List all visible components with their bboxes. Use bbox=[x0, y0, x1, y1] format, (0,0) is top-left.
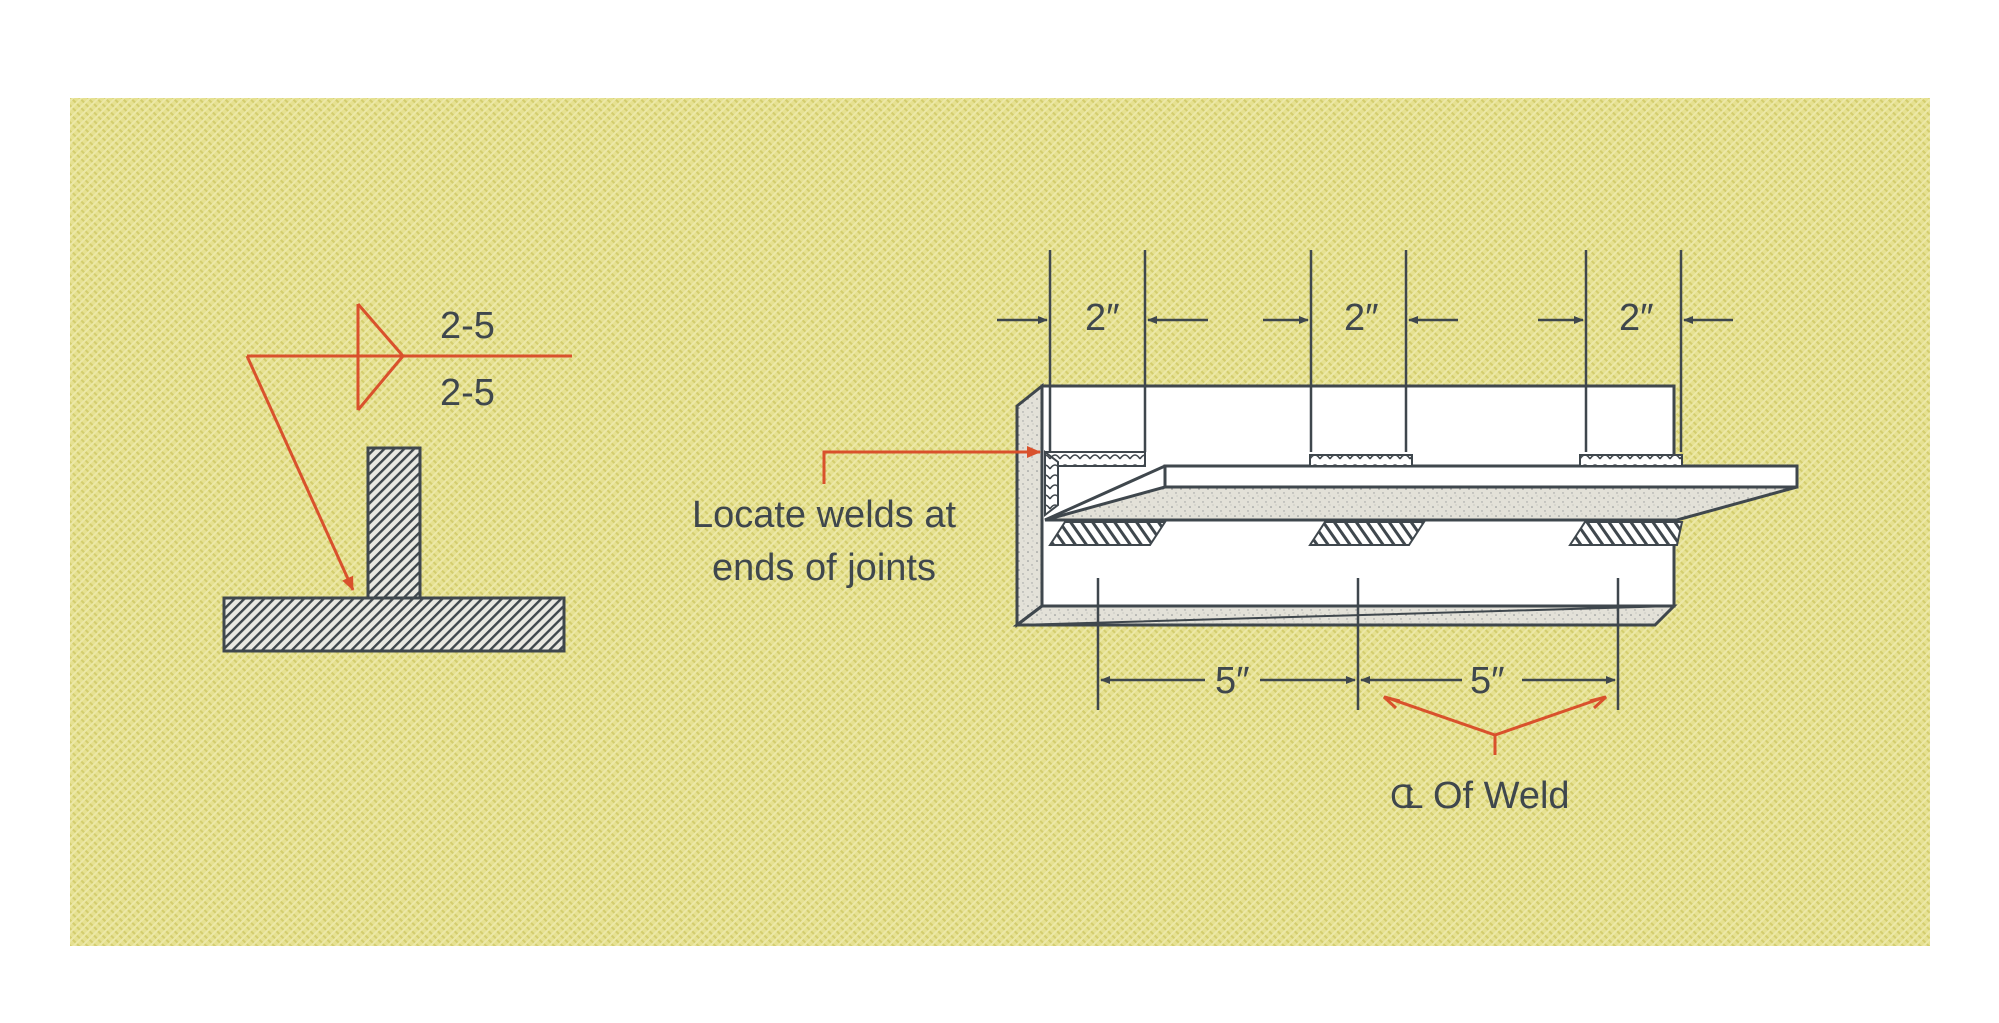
tee-stem bbox=[366, 446, 422, 602]
locate-welds-leader bbox=[822, 446, 1041, 484]
pitch-dimensions bbox=[1096, 578, 1620, 710]
weld-bead-bottom-1 bbox=[1048, 521, 1167, 546]
locate-welds-callout: Locate welds at ends of joints bbox=[692, 446, 1041, 589]
weld-bead-top-3 bbox=[1579, 454, 1683, 467]
weld-length-dimensions bbox=[997, 250, 1733, 452]
pitch-label-2: 5″ bbox=[1470, 660, 1505, 702]
weld-bead-bottom-2 bbox=[1308, 521, 1426, 546]
weld-symbol: 2-5 2-5 bbox=[245, 303, 572, 591]
tee-joint-section bbox=[222, 446, 566, 653]
arrow-side-note: 2-5 bbox=[440, 372, 495, 414]
centerline-text: Of Weld bbox=[1433, 775, 1570, 817]
shelf-plate-face bbox=[1044, 485, 1798, 522]
fillet-symbol-other-side bbox=[356, 303, 405, 357]
base-plate-bottom bbox=[1016, 604, 1677, 626]
locate-welds-text-line2: ends of joints bbox=[712, 547, 936, 589]
weld-bead-end-1 bbox=[1044, 449, 1059, 518]
weld-bead-bottom-3 bbox=[1568, 521, 1684, 546]
upright-plate-edge bbox=[1015, 382, 1044, 629]
shelf-plate-front-edge bbox=[1163, 464, 1799, 489]
pitch-label-1: 5″ bbox=[1215, 660, 1250, 702]
symbol-arrow-line bbox=[245, 355, 355, 591]
weld-length-label-2: 2″ bbox=[1344, 297, 1379, 339]
tee-base-plate bbox=[222, 596, 566, 653]
weld-bead-top-1 bbox=[1044, 451, 1146, 467]
locate-welds-text-line1: Locate welds at bbox=[692, 494, 956, 536]
weld-bead-top-2 bbox=[1309, 454, 1413, 467]
other-side-note: 2-5 bbox=[440, 305, 495, 347]
weld-length-label-1: 2″ bbox=[1085, 297, 1120, 339]
isometric-joint bbox=[1012, 382, 1799, 629]
fillet-symbol-arrow-side bbox=[356, 355, 405, 411]
shelf-plate-slope bbox=[1044, 464, 1166, 522]
weld-length-label-3: 2″ bbox=[1619, 297, 1654, 339]
